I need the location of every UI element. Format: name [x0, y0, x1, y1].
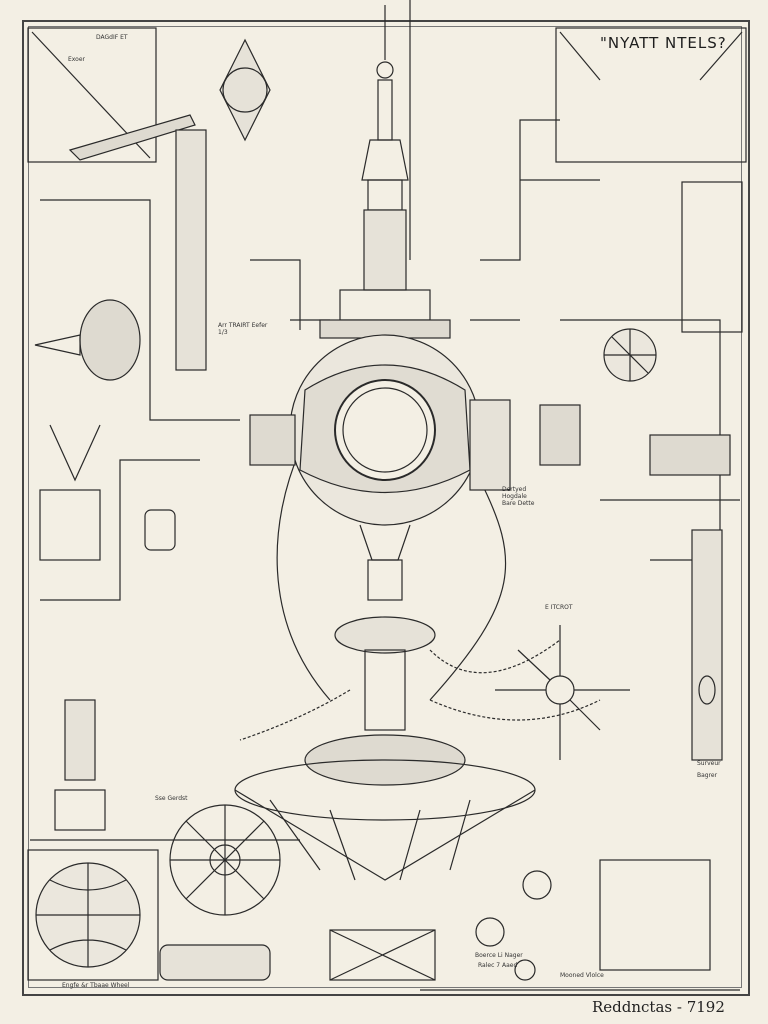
label-right-lower: Surveur [697, 760, 721, 767]
grid-block [329, 929, 436, 981]
artist-signature: Reddnctas - 7192 [592, 998, 725, 1016]
label-top-left-header: DAGdIF ET [96, 34, 128, 41]
porthole [334, 379, 436, 481]
right-housing [469, 399, 511, 491]
bottom-left-panel [27, 849, 159, 981]
right-component-panel [681, 181, 743, 333]
label-valve: Mooned Vlolce [560, 972, 604, 979]
label-top-left-sub: Exoer [68, 56, 85, 63]
left-flange [249, 414, 296, 466]
label-left-mid: Arr TRAIRT Eefer 1/3 [218, 322, 268, 336]
label-gear-caption: Sse Gerdst [155, 795, 188, 802]
top-right-panel [555, 27, 747, 163]
star-hub [545, 675, 575, 705]
top-left-panel [27, 27, 157, 163]
label-panel-right: Dertyed Hogdale Bare Dette [502, 486, 535, 507]
label-globe-caption: Engfe &r Tbaae Wheel [62, 982, 130, 989]
label-right-mid: E ITCROT [545, 604, 573, 611]
label-right-lower-sub: Bagrer [697, 772, 718, 779]
label-bottom-mid: Boerce Li Nager [475, 952, 523, 959]
diagram-title: "NYATT NTELS? [600, 34, 727, 52]
label-bottom-mid-sub: Ralec 7 Aaed [478, 962, 518, 969]
outer-border [22, 20, 750, 996]
tower-finial [376, 61, 394, 79]
